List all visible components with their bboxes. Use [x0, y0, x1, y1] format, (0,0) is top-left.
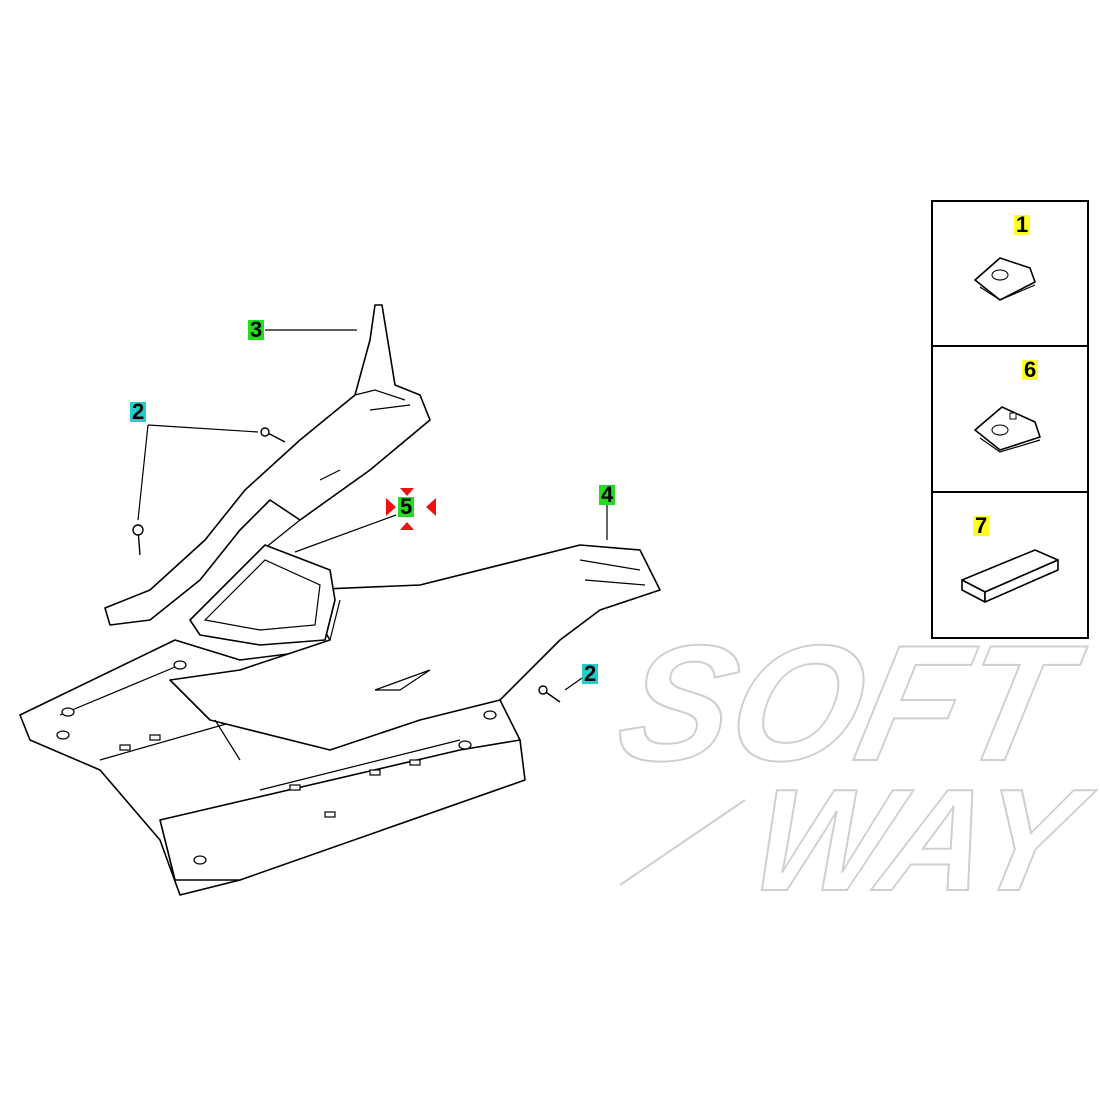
pad-7-part[interactable]: [961, 549, 1059, 603]
selection-marker-icon: [386, 488, 436, 530]
air-duct-part[interactable]: [189, 544, 336, 646]
central-tunnel-part[interactable]: [169, 544, 661, 761]
callout-2-screw-top[interactable]: 2: [130, 399, 147, 424]
callout-1[interactable]: 1: [1014, 212, 1031, 237]
callout-6[interactable]: 6: [1022, 357, 1039, 382]
callout-7[interactable]: 7: [973, 513, 990, 538]
callout-2-screw-right[interactable]: 2: [582, 661, 599, 686]
callout-3[interactable]: 3: [248, 317, 265, 342]
watermark: SOFT WAY: [603, 611, 1100, 923]
watermark-soft: SOFT: [604, 612, 1095, 796]
screw-part[interactable]: [132, 427, 561, 703]
watermark-way: WAY: [738, 759, 1100, 921]
callout-5-selected[interactable]: 5: [398, 494, 415, 519]
inset-panel: [931, 200, 1089, 639]
clip-nut-6-part[interactable]: [974, 406, 1041, 453]
callout-4[interactable]: 4: [599, 482, 616, 507]
clip-nut-1-part[interactable]: [974, 257, 1036, 301]
